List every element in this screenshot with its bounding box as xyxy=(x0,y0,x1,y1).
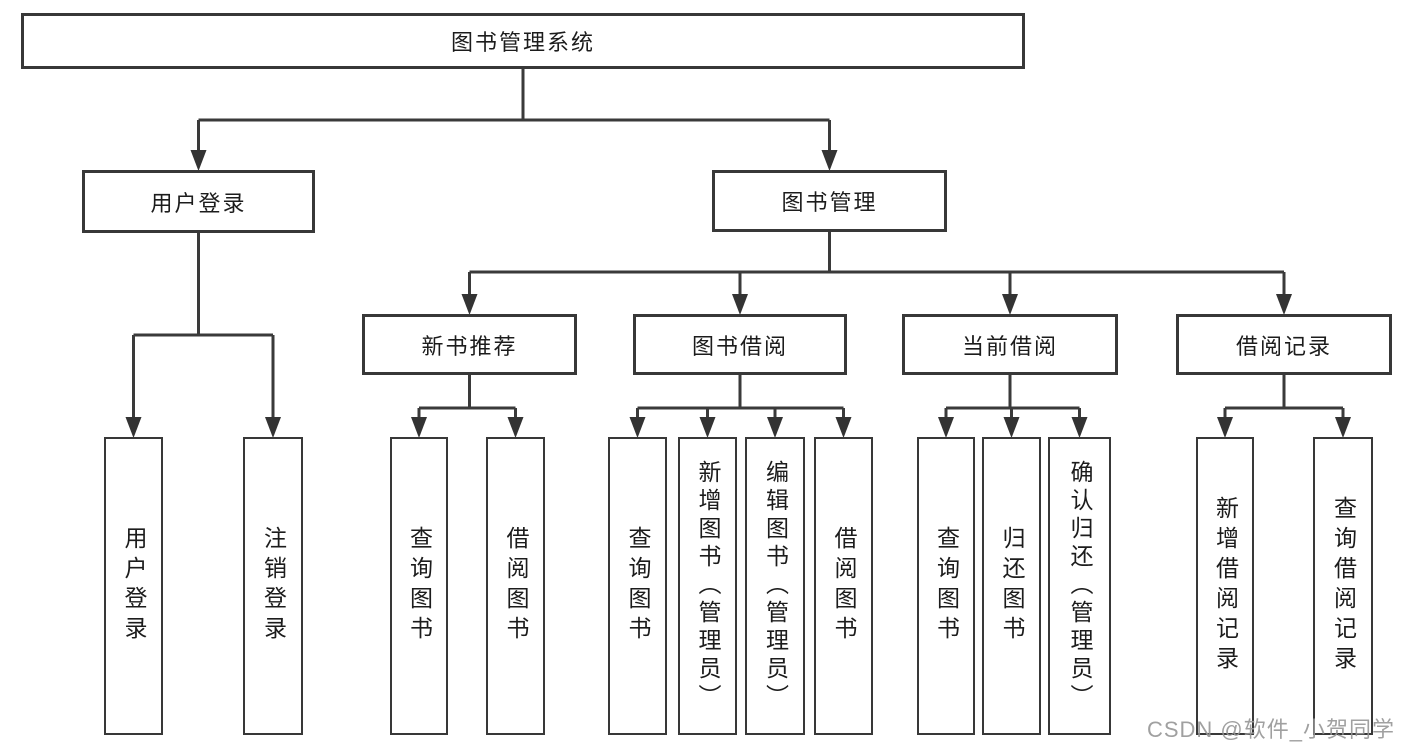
node-label: 确认归还（管理员） xyxy=(1067,460,1093,712)
arrow-down-icon xyxy=(767,417,783,438)
node-label: 查询图书 xyxy=(406,526,433,646)
arrow-down-icon xyxy=(507,417,524,438)
node-return-book: 归还图书 xyxy=(982,437,1041,735)
arrow-down-icon xyxy=(1002,294,1018,315)
arrow-down-icon xyxy=(125,417,142,438)
node-current-borrowing: 当前借阅 xyxy=(902,314,1118,375)
node-label: 用户登录 xyxy=(121,526,147,646)
node-book-borrowing: 图书借阅 xyxy=(633,314,847,375)
node-label: 新增借阅记录 xyxy=(1212,496,1239,676)
node-query-books-2: 查询图书 xyxy=(608,437,667,735)
node-label: 当前借阅 xyxy=(961,333,1058,359)
node-user-login-leaf: 用户登录 xyxy=(104,437,163,735)
node-label: 归还图书 xyxy=(999,526,1025,646)
node-query-books-3: 查询图书 xyxy=(917,437,975,735)
node-label: 用户登录 xyxy=(150,190,247,216)
node-borrow-books-2: 借阅图书 xyxy=(814,437,873,735)
node-label: 查询借阅记录 xyxy=(1330,496,1357,676)
arrow-down-icon xyxy=(1276,294,1292,315)
node-borrowing-records: 借阅记录 xyxy=(1176,314,1392,375)
node-label: 新增图书（管理员） xyxy=(695,460,721,712)
arrow-down-icon xyxy=(1217,417,1233,438)
arrow-down-icon xyxy=(190,150,207,171)
node-label: 图书借阅 xyxy=(691,333,788,359)
connector-new-book-to-leaves xyxy=(411,375,524,438)
arrow-down-icon xyxy=(699,417,716,438)
connector-current-borrow-to-leaves xyxy=(938,375,1088,438)
node-label: 借阅记录 xyxy=(1235,333,1332,359)
node-library-management-system: 图书管理系统 xyxy=(21,13,1025,69)
arrow-down-icon xyxy=(1003,417,1020,438)
node-confirm-return-admin: 确认归还（管理员） xyxy=(1048,437,1111,735)
node-borrow-books-1: 借阅图书 xyxy=(486,437,545,735)
node-add-book-admin: 新增图书（管理员） xyxy=(678,437,737,735)
connector-root-to-level2 xyxy=(190,69,838,171)
arrow-down-icon xyxy=(835,417,852,438)
arrow-down-icon xyxy=(461,294,478,315)
watermark: CSDN @软件_小贺同学 xyxy=(1146,717,1395,742)
arrow-down-icon xyxy=(411,417,427,438)
connector-book-mgmt-to-level3 xyxy=(461,232,1292,315)
node-user-login: 用户登录 xyxy=(82,170,315,233)
node-new-book-recommendation: 新书推荐 xyxy=(362,314,577,375)
arrow-down-icon xyxy=(732,294,748,315)
node-label: 新书推荐 xyxy=(421,333,518,359)
node-add-borrow-record: 新增借阅记录 xyxy=(1196,437,1254,735)
node-label: 图书管理 xyxy=(781,190,878,215)
node-book-management: 图书管理 xyxy=(712,170,947,232)
arrow-down-icon xyxy=(821,150,838,171)
node-label: 注销登录 xyxy=(260,526,287,646)
node-label: 借阅图书 xyxy=(503,526,529,646)
arrow-down-icon xyxy=(629,417,646,438)
arrow-down-icon xyxy=(1071,417,1088,438)
connector-borrow-record-to-leaves xyxy=(1217,375,1351,438)
node-edit-book-admin: 编辑图书（管理员） xyxy=(745,437,805,735)
connector-user-login-to-leaves xyxy=(125,233,281,438)
arrow-down-icon xyxy=(265,417,281,438)
node-label: 图书管理系统 xyxy=(450,30,595,55)
node-query-borrow-record: 查询借阅记录 xyxy=(1313,437,1373,735)
node-label: 编辑图书（管理员） xyxy=(762,460,789,712)
node-label: 查询图书 xyxy=(625,526,651,646)
node-logout: 注销登录 xyxy=(243,437,303,735)
node-label: 查询图书 xyxy=(933,526,960,646)
node-label: 借阅图书 xyxy=(831,526,857,646)
arrow-down-icon xyxy=(938,417,954,438)
node-query-books-1: 查询图书 xyxy=(390,437,448,735)
arrow-down-icon xyxy=(1335,417,1351,438)
connector-book-borrow-to-leaves xyxy=(629,375,852,438)
